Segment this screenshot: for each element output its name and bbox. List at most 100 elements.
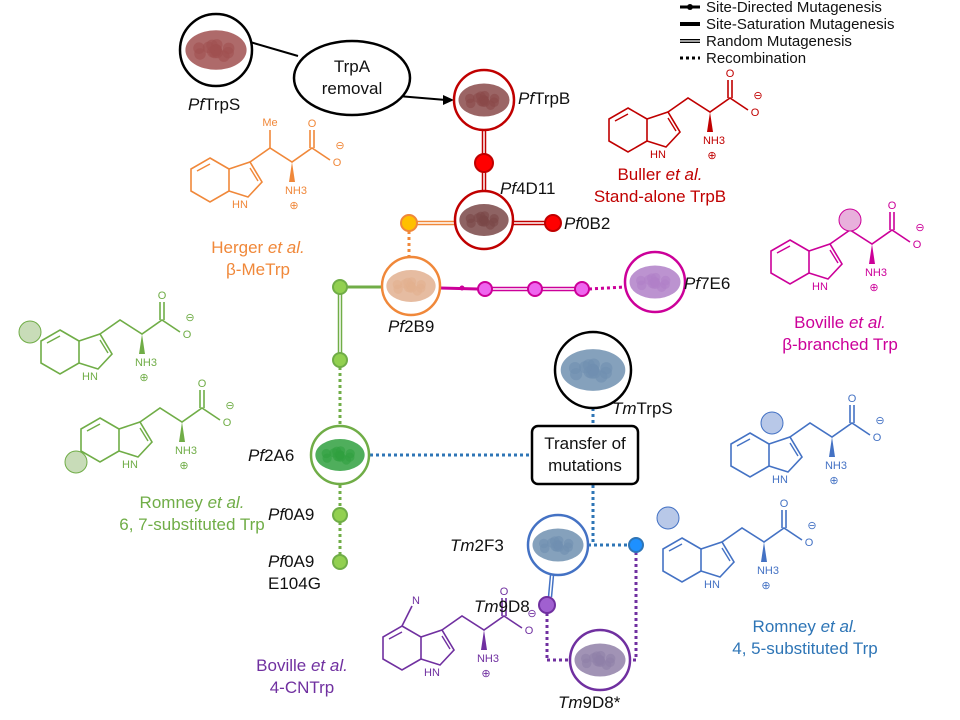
protein-texture: [651, 279, 661, 289]
wedge-bond: [829, 437, 835, 457]
trpa-removal-line2: removal: [322, 79, 382, 98]
nitrile-bond: [401, 605, 413, 627]
protein-texture: [393, 284, 403, 294]
indole-pyrrole-ring: [808, 243, 843, 280]
edge-removal-to-trpb: [397, 95, 447, 101]
atom-hn: HN: [772, 474, 788, 486]
protein-texture: [588, 366, 601, 379]
protein-texture: [643, 275, 654, 285]
side-chain: [829, 229, 911, 245]
charge-minus: ⊖: [185, 312, 194, 324]
svg-text:Site-Directed Mutagenesis: Site-Directed Mutagenesis: [706, 0, 882, 16]
atom-hn: HN: [122, 459, 138, 471]
atom-hn: HN: [82, 371, 98, 383]
atom-hn: HN: [812, 281, 828, 293]
node-blue-variant: [628, 537, 644, 553]
node-pf2b9: [380, 255, 442, 317]
protein-texture: [407, 283, 417, 293]
node-tm2f3: [526, 513, 590, 577]
side-chain: [139, 407, 221, 423]
caption-romney45-sub: 4, 5-substituted Trp: [732, 639, 878, 658]
label-pftrps: PfTrpS: [188, 95, 240, 114]
atom-o: O: [780, 498, 789, 510]
label-e104g: E104G: [268, 574, 321, 593]
caption-romney67-sub: 6, 7-substituted Trp: [119, 515, 265, 534]
caption-boville-b-sub: β-branched Trp: [782, 335, 898, 354]
caption-herger: Herger et al.: [211, 238, 305, 257]
charge-plus: ⊕: [829, 475, 838, 487]
indole-pyrrole-ring: [228, 161, 263, 198]
atom-nh3: NH3: [757, 565, 779, 577]
atom-o-minus: O: [525, 625, 534, 637]
indole-pyrrole-ring: [768, 436, 803, 473]
legend-recombination: Recombination: [680, 50, 806, 67]
indole-pyrrole-ring: [118, 421, 153, 458]
atom-o: O: [726, 68, 735, 80]
charge-minus: ⊖: [875, 415, 884, 427]
indole-pyrrole-ring: [420, 629, 455, 666]
protein-texture: [660, 275, 671, 286]
wedge-bond: [869, 244, 875, 264]
charge-minus: ⊖: [225, 400, 234, 412]
atom-hn: HN: [424, 667, 440, 679]
molecules: HNOO⊖NH3⊕HNOO⊖NH3⊕MeHNOO⊖NH3⊕HNOO⊖NH3⊕HN…: [18, 68, 925, 680]
protein-texture: [194, 48, 206, 60]
double-bond: [721, 547, 731, 562]
charge-plus: ⊕: [707, 150, 716, 162]
protein-texture: [605, 653, 616, 664]
protein-texture: [211, 46, 224, 59]
caption-boville-b: Boville et al.: [794, 313, 886, 332]
node-red-variant: [474, 153, 494, 173]
caption-boville-cn-sub: 4-CNTrp: [270, 678, 335, 697]
side-chain: [249, 147, 331, 163]
indole-pyrrole-ring: [78, 333, 113, 370]
transfer-line2: mutations: [548, 456, 622, 475]
protein-texture: [465, 98, 476, 109]
atom-n: N: [412, 595, 420, 607]
protein-texture: [581, 658, 592, 669]
legend-site-saturation: Site-Saturation Mutagenesis: [680, 16, 894, 33]
svg-text:Recombination: Recombination: [706, 50, 806, 67]
atom-nh3: NH3: [825, 460, 847, 472]
atom-o-minus: O: [223, 417, 232, 429]
node-transfer-of-mutations: [530, 424, 640, 486]
charge-plus: ⊕: [289, 200, 298, 212]
label-tm9d8: Tm9D8: [474, 597, 530, 616]
edges: [249, 41, 638, 662]
protein-texture: [416, 280, 426, 290]
atom-o-minus: O: [913, 239, 922, 251]
protein-texture: [222, 42, 235, 55]
atom-nh3: NH3: [477, 653, 499, 665]
node-pf2a6: [309, 424, 371, 486]
protein-texture: [202, 41, 215, 54]
charge-minus: ⊖: [527, 608, 536, 620]
label-tm2f3: Tm2F3: [450, 536, 504, 555]
atom-nh3: NH3: [703, 135, 725, 147]
node-trpa-removal: [292, 39, 412, 117]
node-magenta-variant-1: [477, 281, 493, 297]
double-bond: [441, 635, 451, 650]
side-chain: [667, 97, 749, 113]
arrowhead: [443, 95, 454, 105]
node-green-variant: [332, 279, 348, 295]
substituent-r-group: [656, 506, 680, 530]
node-tm9d8star: [568, 628, 632, 692]
atom-hn: HN: [232, 199, 248, 211]
atom-o: O: [888, 200, 897, 212]
side-chain: [99, 319, 181, 335]
node-magenta-variant-2: [527, 281, 543, 297]
wedge-bond: [289, 162, 295, 182]
transfer-line1: Transfer of: [544, 434, 626, 453]
charge-minus: ⊖: [753, 90, 762, 102]
substituent-r-group: [760, 411, 784, 435]
protein-texture: [596, 657, 606, 667]
label-pf7e6: Pf7E6: [684, 274, 730, 293]
node-pftrpb: [452, 68, 516, 132]
double-bond: [829, 249, 839, 264]
